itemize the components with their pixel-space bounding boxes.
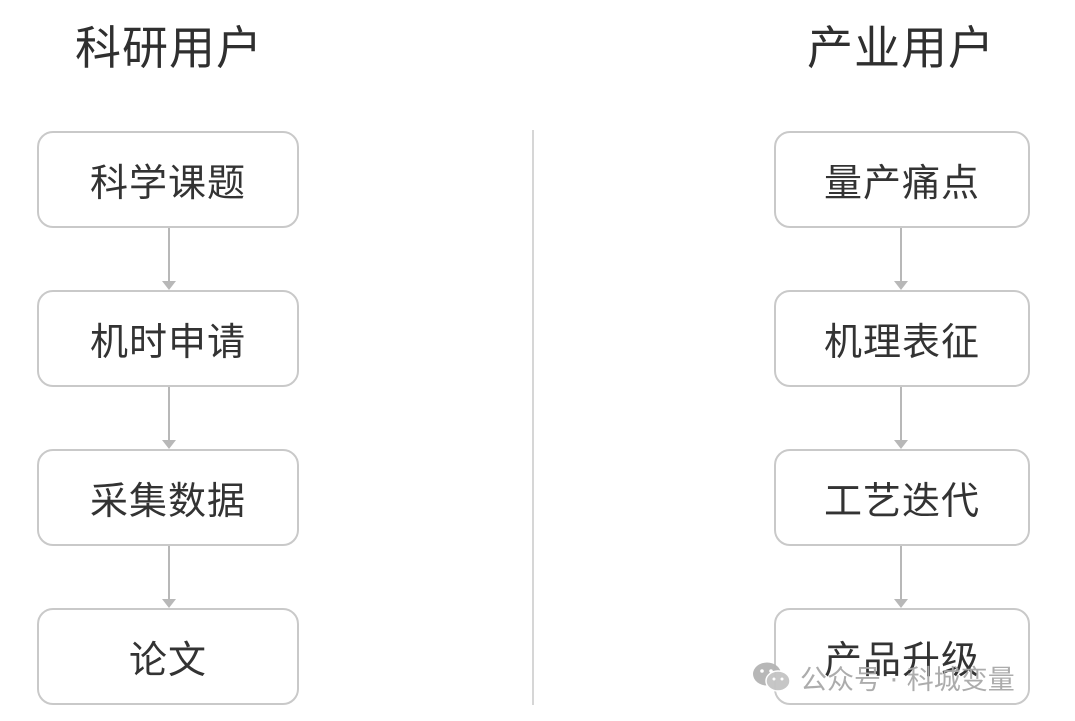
- industry-arrow-1: [893, 228, 909, 290]
- research-users-title: 科研用户: [75, 21, 263, 75]
- industry-step-1: 量产痛点: [774, 131, 1030, 228]
- research-step-2: 机时申请: [37, 290, 299, 387]
- industry-step-2: 机理表征: [774, 290, 1030, 387]
- industry-step-4: 产品升级: [774, 608, 1030, 705]
- research-arrow-1: [161, 228, 177, 290]
- research-step-3: 采集数据: [37, 449, 299, 546]
- watermark: 公众号 · 科城变量: [752, 657, 1015, 697]
- research-step-1: 科学课题: [37, 131, 299, 228]
- research-arrow-3: [161, 546, 177, 608]
- industry-users-title: 产业用户: [807, 21, 995, 75]
- industry-arrow-2: [893, 387, 909, 449]
- research-arrow-2: [161, 387, 177, 449]
- industry-arrow-3: [893, 546, 909, 608]
- wechat-icon: [752, 660, 792, 694]
- column-divider: [532, 130, 534, 705]
- industry-step-3: 工艺迭代: [774, 449, 1030, 546]
- watermark-text: 公众号 · 科城变量: [800, 664, 1015, 696]
- research-step-4: 论文: [37, 608, 299, 705]
